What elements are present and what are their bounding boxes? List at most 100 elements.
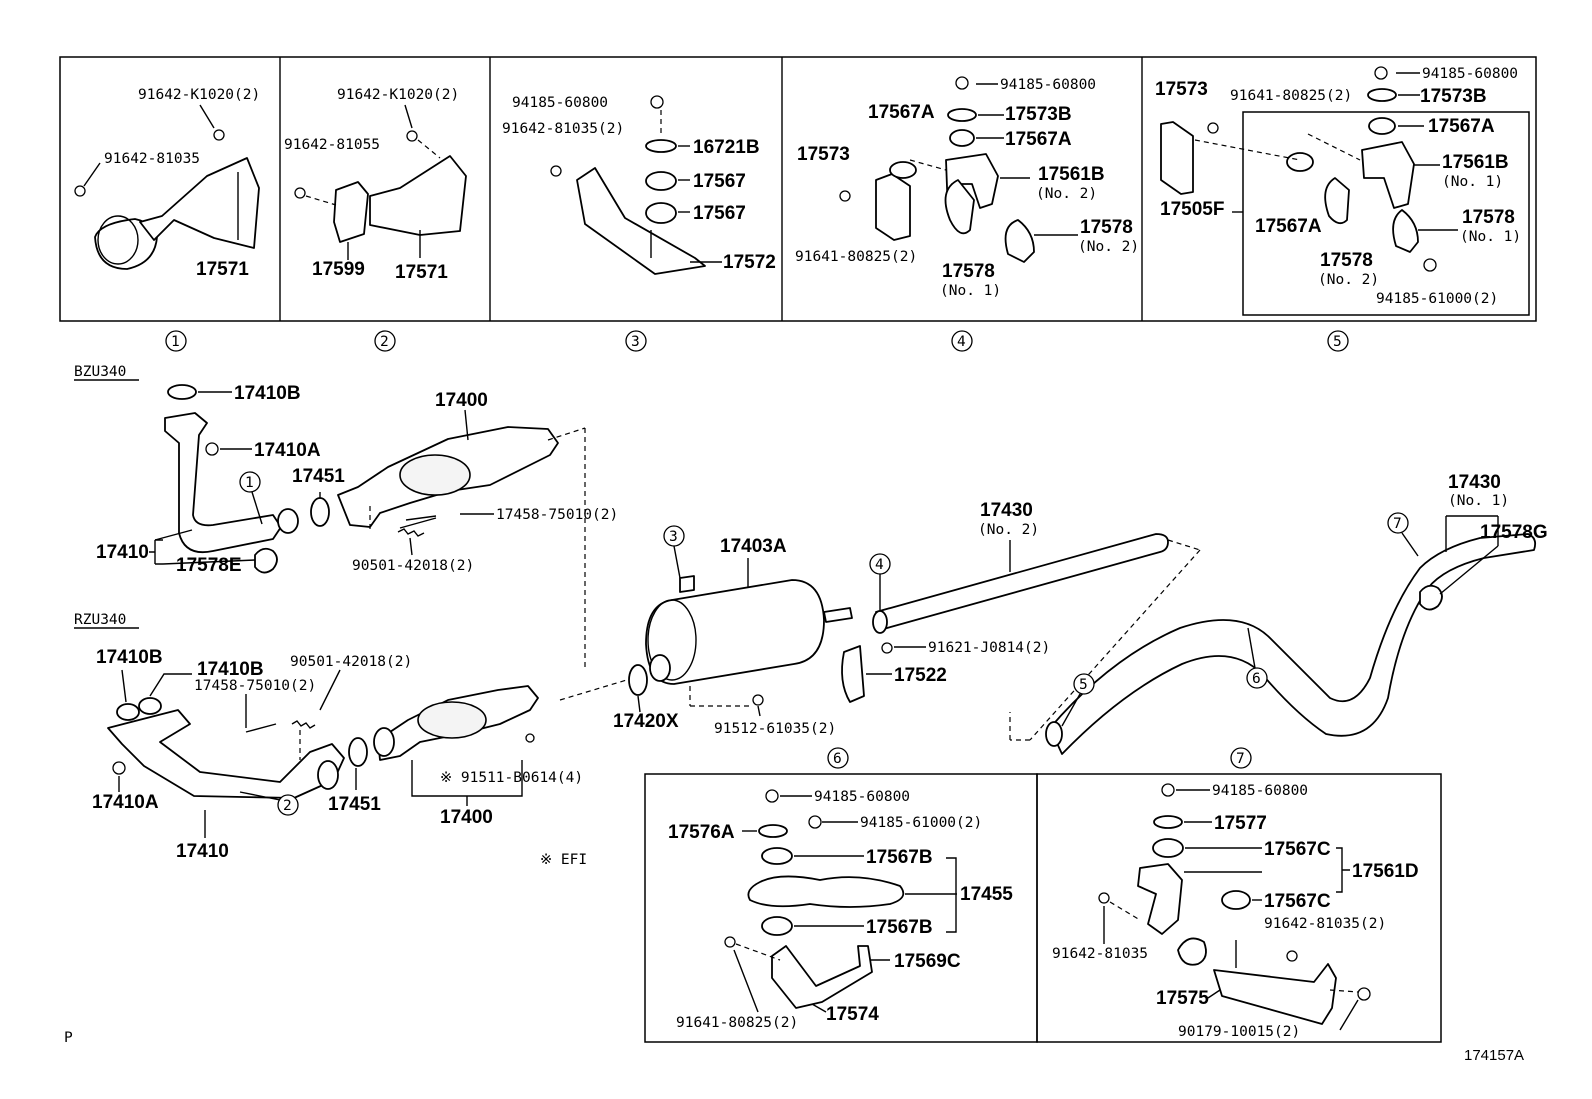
bracket-17573-shape [1160,121,1194,195]
label-17400: 17400 [440,807,493,828]
label-90179-10015: 90179-10015(2) [1178,1024,1300,1040]
converter-body-icon [417,701,487,739]
bolt-icon [881,642,893,654]
label-17451: 17451 [328,794,381,815]
nut-icon [765,789,779,803]
band-17578-no1-shape [1392,209,1419,253]
muffler-17403A-shape [645,579,825,685]
nut-icon [1374,66,1388,80]
label-17574: 17574 [826,1004,879,1025]
label-17567C: 17567C [1264,891,1331,912]
support-17561B-shape [1361,141,1415,209]
tailpipe-section: 4 17430 (No. 2) 5 6 7 17430 (No. 1) 1757… [869,472,1548,769]
label-17410: 17410 [176,841,229,862]
muffler-section: 3 17403A 17420X 91512-61035(2) 6 91621-J… [613,525,1050,769]
pipe-end-icon [1045,721,1063,747]
nut-icon [1423,258,1437,272]
label-17576A: 17576A [668,822,735,843]
bolt-icon [752,694,764,706]
detail-panel-1: 91642-K1020(2) 91642-81035 17571 [74,87,260,280]
clamp-17578G-shape [1419,584,1443,611]
label-91642-K1020: 91642-K1020(2) [337,87,459,103]
bolt-icon [839,190,851,202]
label-no2: (No. 2) [978,522,1039,538]
sensor-bolt-icon [525,733,535,743]
label-17451: 17451 [292,466,345,487]
nut-icon [808,815,822,829]
front-pipe-17410-rzu-shape [107,709,345,799]
washer-icon [947,108,977,122]
top-detail-frame [59,56,1537,322]
label-91641-80825: 91641-80825(2) [676,1015,798,1031]
bolt-icon [74,185,86,197]
pipe-flange-icon [277,508,299,534]
label-17567A: 17567A [1005,129,1072,150]
label-17561D: 17561D [1352,861,1419,882]
label-94185-60800: 94185-60800 [1212,783,1308,799]
label-17410B: 17410B [197,659,264,680]
label-17571: 17571 [395,262,448,283]
pipe-flange-icon [373,727,395,757]
bolt-icon [406,130,418,142]
bracket-17574-shape [771,945,873,1009]
detail-number-4: 4 [957,334,966,350]
bolt-icon [1207,122,1219,134]
label-17575: 17575 [1156,988,1209,1009]
pipe-flange-icon [317,760,339,790]
label-17410A: 17410A [254,440,321,461]
label-17578G: 17578G [1480,522,1548,543]
nut-icon [1357,987,1371,1001]
inlet-flange-icon [649,654,671,682]
band-17578-no2-shape [1324,177,1350,225]
ref-marker-7: 7 [1393,516,1402,532]
ref-marker-4: 4 [875,557,884,573]
gasket-icon [138,697,162,715]
detail-panel-2: 91642-K1020(2) 91642-81055 17599 17571 [284,87,467,283]
detail-number-row: 1 2 3 4 5 [165,330,1349,352]
washer-icon [758,824,788,838]
label-91642-K1020: 91642-K1020(2) [138,87,260,103]
tailpipe-17430-no1-shape [1049,533,1537,755]
label-17430: 17430 [1448,472,1501,493]
label-17572: 17572 [723,252,776,273]
label-91642-81035: 91642-81035(2) [502,121,624,137]
label-17410B: 17410B [96,647,163,668]
label-17410: 17410 [96,542,149,563]
bolt-icon [550,165,562,177]
label-no1: (No. 1) [1442,174,1503,190]
gasket-icon [628,664,648,696]
label-17420X: 17420X [613,711,679,732]
ref-marker-6: 6 [1252,671,1261,687]
label-17578: 17578 [1320,250,1373,271]
cushion-icon [1368,117,1396,135]
bracket-icon [679,575,695,593]
bzu340-section: BZU340 17410B 17410A 1 17410 17578E 1745… [74,364,618,670]
detail-panel-4: 94185-60800 17573B 17567A 17567A 17573 1… [795,76,1139,299]
band-17578-no1-shape [944,179,975,235]
bolt-icon [1286,950,1298,962]
detail-number-5: 5 [1333,334,1342,350]
label-91642-81035: 91642-81035 [104,151,200,167]
front-pipe-17410-shape [164,412,282,554]
label-17577: 17577 [1214,813,1267,834]
label-17567A: 17567A [1428,116,1495,137]
support-17455-shape [747,875,905,908]
label-94185-61000: 94185-61000(2) [860,815,982,831]
label-90501-42018: 90501-42018(2) [290,654,412,670]
label-17561B: 17561B [1442,152,1509,173]
label-17567C: 17567C [1264,839,1331,860]
bolt-icon [1098,892,1110,904]
label-17573: 17573 [797,144,850,165]
label-17571: 17571 [196,259,249,280]
bracket-17573-shape [875,173,911,241]
label-17578E: 17578E [176,555,242,576]
pipe-end-icon [872,610,888,634]
label-16721B: 16721B [693,137,760,158]
label-17430: 17430 [980,500,1033,521]
rzu340-section: RZU340 17410B 17410B 17410A 2 17410 1745… [74,612,641,868]
band-17578-no2-shape [1004,219,1035,263]
label-17567: 17567 [693,171,746,192]
gasket-icon [310,497,330,527]
label-91642-81035: 91642-81035(2) [1264,916,1386,932]
diagram-code: 174157A [1464,1047,1524,1064]
